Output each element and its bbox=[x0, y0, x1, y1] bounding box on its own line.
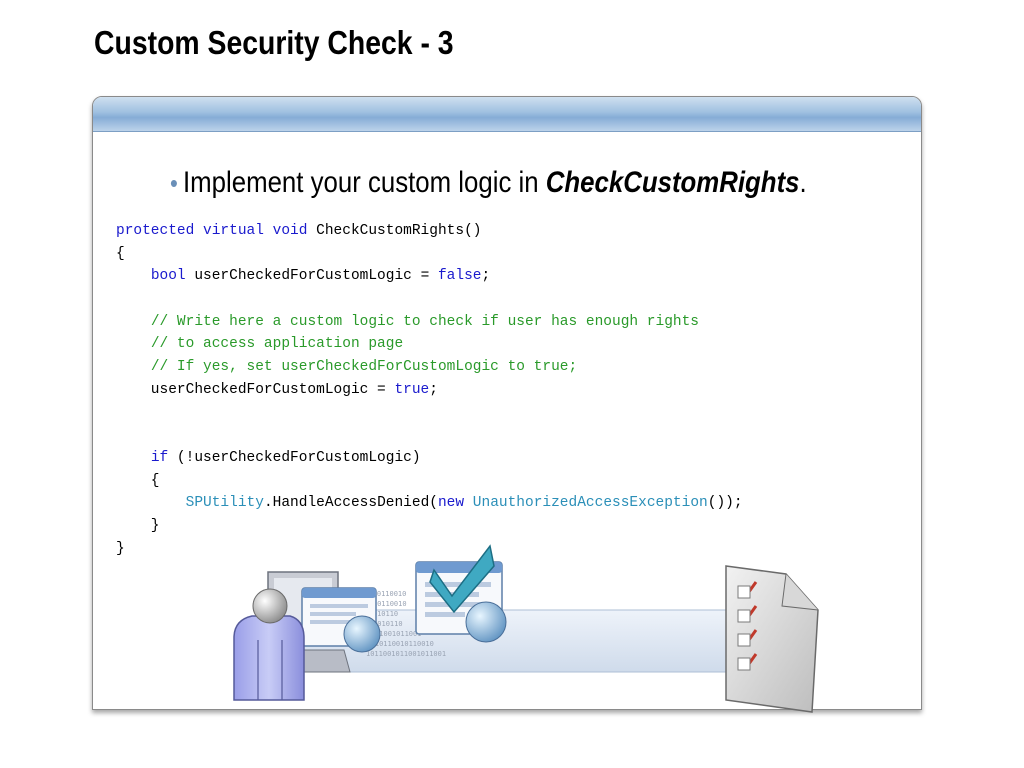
binary-text: 110010110010110010 bbox=[358, 640, 434, 648]
code-text: userCheckedForCustomLogic = bbox=[185, 268, 438, 285]
code-comment: // to access application page bbox=[150, 336, 404, 353]
code-line: userCheckedForCustomLogic = true; bbox=[116, 379, 743, 402]
code-keyword: true bbox=[394, 381, 430, 398]
code-line: SPUtility.HandleAccessDenied(new Unautho… bbox=[116, 492, 743, 515]
slide-title: Custom Security Check - 3 bbox=[94, 24, 454, 61]
binary-text: 1001011001011001 bbox=[354, 630, 421, 638]
code-text: CheckCustomRights() bbox=[307, 223, 482, 239]
binary-text: 1011001011001011001 bbox=[366, 650, 446, 658]
panel-header-band bbox=[93, 97, 921, 132]
checkmark-icon bbox=[429, 544, 495, 614]
code-block: protected virtual void CheckCustomRights… bbox=[116, 220, 743, 560]
binary-text: 0010010110 bbox=[356, 610, 398, 618]
bullet-text-suffix: . bbox=[799, 166, 807, 199]
code-line: // Write here a custom logic to check if… bbox=[116, 311, 743, 334]
binary-text: 110010110010 bbox=[356, 600, 407, 608]
code-keyword: if bbox=[150, 449, 169, 466]
code-comment: // If yes, set userCheckedForCustomLogic… bbox=[150, 359, 578, 376]
code-text: { bbox=[116, 245, 125, 262]
code-text: userCheckedForCustomLogic = bbox=[116, 381, 395, 398]
code-keyword: false bbox=[437, 268, 482, 285]
code-text: ; bbox=[481, 268, 491, 285]
code-keyword: protected virtual void bbox=[116, 223, 308, 239]
binary-text: 10010110010 bbox=[360, 590, 406, 598]
code-text: { bbox=[116, 472, 160, 489]
bullet-method-name: CheckCustomRights bbox=[545, 166, 800, 199]
bullet-text-prefix: Implement your custom logic in bbox=[182, 166, 546, 199]
code-line: protected virtual void CheckCustomRights… bbox=[116, 220, 743, 243]
code-line: if (!userCheckedForCustomLogic) bbox=[116, 447, 743, 470]
code-text: } bbox=[116, 517, 160, 534]
code-text: .HandleAccessDenied( bbox=[263, 495, 438, 512]
code-line: } bbox=[116, 538, 743, 561]
code-line: // to access application page bbox=[116, 333, 743, 356]
checklist-document-icon bbox=[725, 565, 819, 713]
code-comment: // Write here a custom logic to check if… bbox=[150, 313, 700, 330]
bullet-point: •Implement your custom logic in CheckCus… bbox=[170, 166, 807, 200]
code-line: } bbox=[116, 515, 743, 538]
code-text: } bbox=[116, 540, 125, 557]
bullet-dot-icon: • bbox=[170, 168, 178, 198]
globe-icon-2 bbox=[465, 601, 507, 643]
code-type: UnauthorizedAccessException bbox=[472, 495, 708, 512]
code-type: SPUtility bbox=[185, 495, 264, 512]
globe-icon bbox=[343, 615, 381, 653]
code-keyword: new bbox=[437, 495, 465, 512]
code-line: { bbox=[116, 243, 743, 266]
user-icon bbox=[233, 588, 305, 701]
code-line: // If yes, set userCheckedForCustomLogic… bbox=[116, 356, 743, 379]
code-keyword: bool bbox=[150, 268, 186, 285]
code-line: bool userCheckedForCustomLogic = false; bbox=[116, 265, 743, 288]
code-line: { bbox=[116, 470, 743, 493]
code-text: ; bbox=[429, 381, 438, 398]
code-text: ()); bbox=[707, 495, 743, 512]
code-text: (!userCheckedForCustomLogic) bbox=[168, 449, 421, 466]
